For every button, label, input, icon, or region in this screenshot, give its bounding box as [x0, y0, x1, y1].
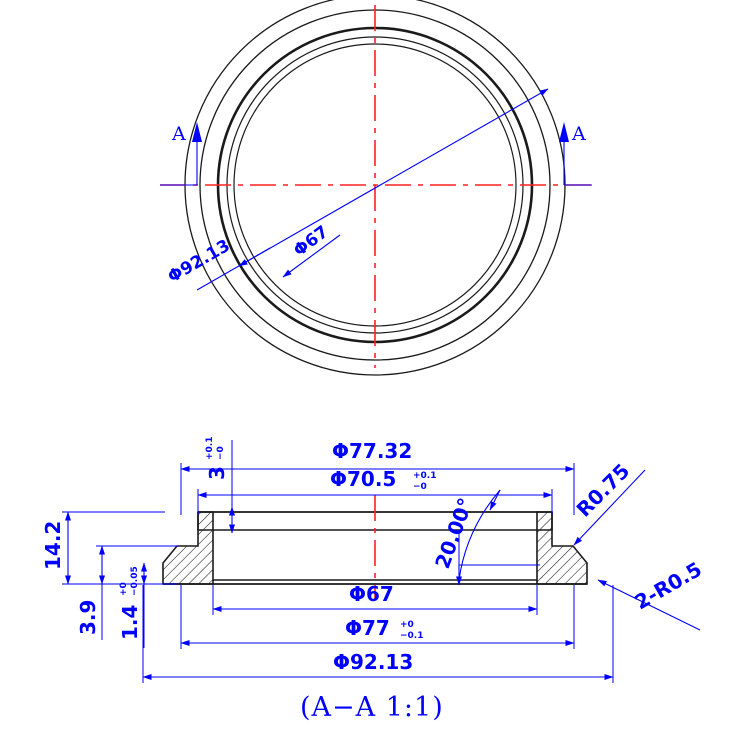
dim-77-label: Φ77 — [345, 616, 390, 640]
dia-92-label: Φ92.13 — [165, 236, 234, 287]
section-step-right — [537, 512, 553, 531]
dimension-height-3-9: 3.9 — [76, 545, 178, 640]
dim-77-32-label: Φ77.32 — [332, 439, 412, 463]
section-label-left-A: A — [171, 123, 186, 145]
dim-r0-75-label: R0.75 — [572, 459, 635, 522]
dim-1-4-label: 1.4 — [118, 605, 142, 640]
dimension-top-dia-67: Φ67 — [282, 222, 341, 278]
section-label-right-A: A — [571, 123, 586, 145]
dim-14-2-label: 14.2 — [41, 521, 65, 570]
top-view: A A Φ92.13 Φ67 — [160, 0, 592, 376]
dim-2-r0-5-label: 2-R0.5 — [631, 557, 706, 614]
dim-1-4-tol-lower: −0.05 — [130, 566, 140, 596]
dia-92-arrow-inner — [238, 247, 271, 267]
dim-1-4-tol-upper: +0 — [119, 582, 129, 596]
dim-3-tol-lower: −0 — [216, 446, 226, 460]
angle-leader-upper — [489, 489, 501, 511]
dimension-height-14-2: 14.2 — [41, 511, 165, 585]
dim-70-5-tol-upper: +0.1 — [413, 471, 436, 481]
dimension-angle-20: 20.00° — [430, 489, 540, 586]
section-arrow-left-head — [192, 122, 202, 142]
dim-77-tol-upper: +0 — [400, 620, 414, 630]
dimension-height-1-4: 1.4 +0 −0.05 — [118, 562, 147, 648]
dimension-dia-77: Φ77 +0 −0.1 — [180, 585, 575, 649]
dia-67-leader-line — [282, 234, 341, 278]
dimension-dia-67-section: Φ67 — [212, 582, 538, 615]
dim-70-5-label: Φ70.5 — [330, 467, 396, 491]
dimension-radius-0-75: R0.75 — [572, 459, 646, 546]
dim-3-9-label: 3.9 — [76, 600, 100, 635]
r0-5-leader — [597, 579, 701, 631]
dimension-dia-70-5: Φ70.5 +0.1 −0 — [197, 467, 553, 515]
section-marker-right: A — [559, 122, 592, 186]
dim-70-5-tol-lower: −0 — [413, 482, 427, 492]
dimension-width-3: 3 +0.1 −0 — [205, 437, 235, 534]
dim-angle-20-label: 20.00° — [430, 495, 478, 572]
dim-3-tol-upper: +0.1 — [205, 437, 215, 460]
dim-67-label: Φ67 — [349, 582, 394, 606]
dimension-dia-77-32: Φ77.32 — [180, 439, 575, 515]
section-view-AA: Φ77.32 Φ70.5 +0.1 −0 Φ67 Φ77 +0 −0.1 — [41, 437, 706, 723]
dimension-radius-2-r0-5: 2-R0.5 — [597, 557, 706, 631]
r0-75-leader — [573, 469, 646, 546]
section-profile-right — [536, 511, 588, 585]
section-arrow-right-head — [559, 122, 569, 142]
dim-77-tol-lower: −0.1 — [400, 631, 423, 641]
section-title-label: (A−A 1:1) — [300, 692, 444, 723]
dimension-top-dia-92-13: Φ92.13 — [165, 88, 549, 291]
section-step-left — [197, 512, 213, 531]
angle-arc — [458, 489, 501, 581]
dim-92-13-label: Φ92.13 — [333, 650, 413, 674]
section-profile-left — [162, 511, 214, 585]
dim-3-label: 3 — [205, 466, 229, 480]
dimension-dia-92-13-section: Φ92.13 — [142, 585, 614, 683]
dia-67-label: Φ67 — [290, 222, 332, 261]
section-marker-left: A — [160, 122, 202, 186]
